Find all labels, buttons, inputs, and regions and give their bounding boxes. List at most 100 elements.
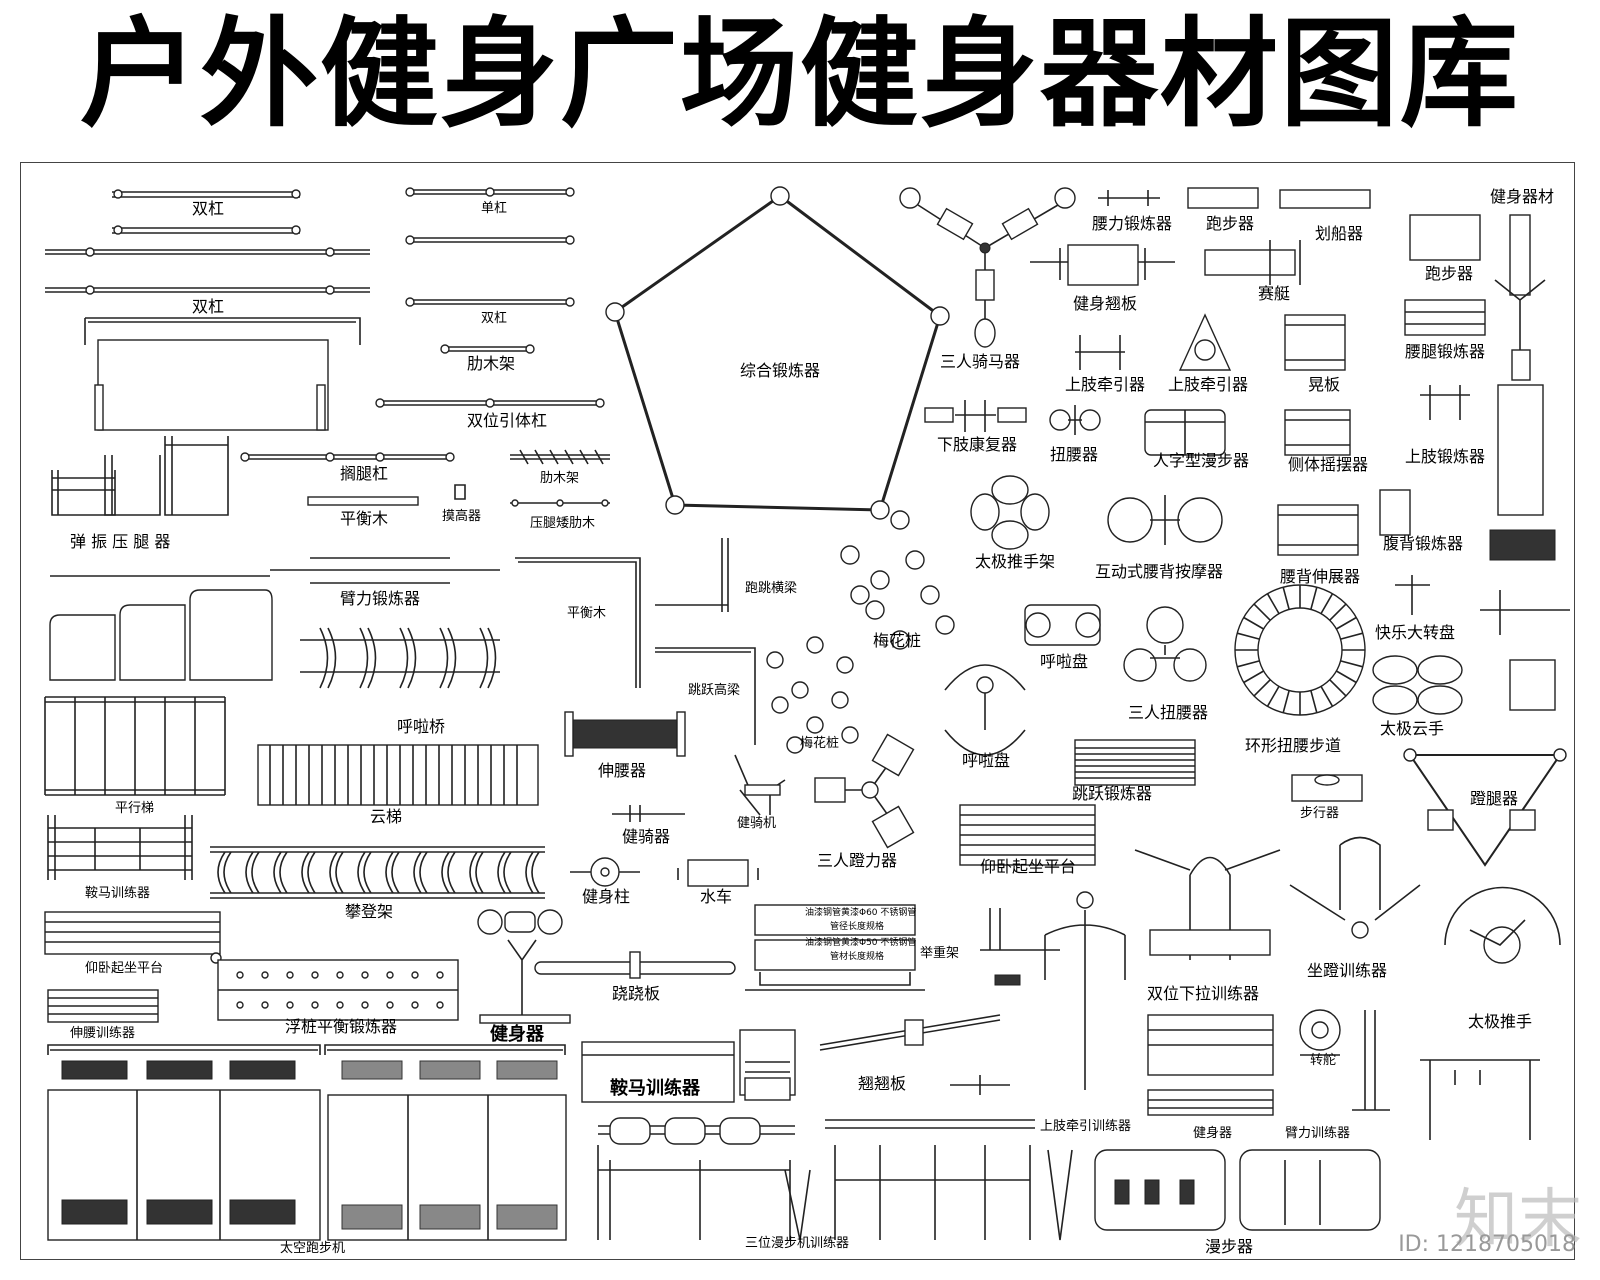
rider-machine xyxy=(734,754,786,816)
triple-pedal xyxy=(814,733,915,849)
tall-machine xyxy=(1489,214,1556,561)
label-space-walker: 太空跑步机 xyxy=(280,1241,346,1256)
label-back-massager: 互动式腰背按摩器 xyxy=(1095,562,1224,581)
plum-piles-2 xyxy=(766,636,859,754)
happy-turntable xyxy=(1372,575,1570,715)
label-side-swing: 侧体摇摆器 xyxy=(1288,455,1369,474)
fitness-column xyxy=(570,857,759,887)
saddle-trainer-big xyxy=(581,1029,796,1103)
parallel-bars-drawing xyxy=(45,189,370,295)
label-waist-twister: 扭腰器 xyxy=(1050,445,1099,464)
steering-arm xyxy=(1299,1009,1540,1140)
label-upper-pull-trainer: 上肢牵引训练器 xyxy=(1040,1119,1132,1134)
weight-rack xyxy=(745,904,1060,991)
leg-press-stretch xyxy=(51,436,229,516)
label-reach-trainer: 摸高器 xyxy=(442,509,482,524)
label-fitness-column: 健身柱 xyxy=(582,887,631,906)
label-hula-bridge: 呼啦桥 xyxy=(397,717,446,736)
label-seesaw: 跷跷板 xyxy=(612,984,661,1003)
label-upper-pull: 上肢牵引器 xyxy=(1065,375,1146,394)
label-jump-trainer: 跳跃锻炼器 xyxy=(1072,784,1153,803)
label-balance-beam-2: 平衡木 xyxy=(567,606,607,621)
watermark-logo: 知末 xyxy=(1454,1183,1582,1257)
jump-trainer xyxy=(1074,739,1363,802)
situp-platform-big xyxy=(959,804,1096,866)
spec-note-1: 油漆钢管黄漆Φ60 不锈钢管 xyxy=(805,908,917,918)
label-upper-pull-2: 上肢牵引器 xyxy=(1168,375,1249,394)
spec-note-4: 管材长度规格 xyxy=(830,952,885,962)
label-triple-waist: 三人扭腰器 xyxy=(1128,703,1209,722)
label-cloud-ladder: 云梯 xyxy=(370,807,403,826)
label-leg-rest-bar: 搁腿杠 xyxy=(340,464,389,483)
label-triple-walker: 三位漫步机训练器 xyxy=(745,1236,850,1251)
lower-limb xyxy=(924,400,1101,435)
label-leg-stretch: 弹 振 压 腿 器 xyxy=(70,532,171,551)
label-jump-beam: 跑跳横梁 xyxy=(745,581,798,596)
triple-walker-2 xyxy=(825,1119,1073,1241)
label-balance-beam: 平衡木 xyxy=(340,509,389,528)
triple-horse xyxy=(899,187,1076,348)
label-parallel-ladder: 平行梯 xyxy=(115,801,155,816)
label-rider-machine: 健骑机 xyxy=(737,816,777,831)
situp-platform xyxy=(44,911,222,964)
label-horizontal-bar: 单杠 xyxy=(481,201,508,216)
page-title: 户外健身广场健身器材图库 xyxy=(79,4,1520,143)
label-fitness-seesaw: 健身翘板 xyxy=(1073,294,1138,313)
balance-steps xyxy=(49,589,273,681)
waist-trainer xyxy=(1030,187,1371,286)
pentagon-trainer xyxy=(605,186,950,520)
parallel-bars-frame xyxy=(84,317,361,431)
label-climbing-frame: 攀登架 xyxy=(345,902,394,921)
space-walker xyxy=(47,1044,321,1241)
label-pentagon-trainer: 综合锻炼器 xyxy=(740,361,821,380)
label-parallel-bars: 双杠 xyxy=(192,199,225,218)
spec-note-2: 油漆钢管黄漆Φ50 不锈钢管 xyxy=(805,938,917,948)
teeter xyxy=(819,1014,1010,1095)
label-parallel-bars-2: 双杠 xyxy=(192,297,225,316)
label-dual-pullup: 双位引体杠 xyxy=(467,411,548,430)
cloud-ladder xyxy=(257,744,539,806)
walker-bottom xyxy=(1094,1149,1381,1231)
label-plum-piles: 梅花桩 xyxy=(873,631,922,650)
label-saddle-trainer-big: 鞍马训练器 xyxy=(610,1078,700,1099)
label-triple-pedal: 三人蹬力器 xyxy=(817,851,898,870)
back-stretch-small xyxy=(47,989,159,1023)
upper-limb-pull xyxy=(1075,313,1346,371)
label-fitness-device: 健身器 xyxy=(490,1024,544,1045)
runner-right xyxy=(1404,214,1486,420)
label-teeter: 翘翘板 xyxy=(858,1074,907,1093)
label-upper-limb-trainer: 上肢锻炼器 xyxy=(1405,447,1486,466)
leg-push-triangle xyxy=(1403,748,1567,867)
taichi-push xyxy=(970,475,1050,550)
saddle-trainer-small xyxy=(47,815,193,880)
label-fitness-equipment: 健身器材 xyxy=(1490,187,1555,206)
triple-walker xyxy=(597,1117,811,1241)
drawing-frame xyxy=(20,162,1575,1260)
label-back-extender: 腰背伸展器 xyxy=(1280,567,1361,586)
ring-waist-path xyxy=(1234,584,1366,716)
label-waist-trainer: 腰力锻炼器 xyxy=(1092,214,1173,233)
plum-piles xyxy=(840,510,955,650)
label-triple-horse: 三人骑马器 xyxy=(940,352,1021,371)
label-abdomen-back: 腹背锻炼器 xyxy=(1383,534,1464,553)
label-taichi-wheel: 太极推手 xyxy=(1468,1012,1533,1031)
seat-pedal xyxy=(1289,836,1421,939)
label-bench-machine: 健身器 xyxy=(1193,1126,1233,1141)
label-water-wheel: 水车 xyxy=(700,887,733,906)
label-stepper: 步行器 xyxy=(1300,806,1340,821)
label-rider: 健骑器 xyxy=(622,827,671,846)
label-floating-pile: 浮桩平衡锻炼器 xyxy=(285,1017,398,1036)
label-plum-piles-2: 梅花桩 xyxy=(800,736,840,751)
upper-pull-trainer xyxy=(1044,891,1126,1090)
label-weight-rack: 举重架 xyxy=(920,946,960,961)
label-hula-disk: 呼啦盘 xyxy=(1040,652,1089,671)
label-steering: 转舵 xyxy=(1310,1053,1337,1068)
label-walker: 漫步器 xyxy=(1205,1237,1254,1256)
hula-bridge xyxy=(300,627,500,689)
label-runner: 跑步器 xyxy=(1206,214,1255,233)
bench-machine xyxy=(1147,1014,1274,1116)
label-arm-trainer-2: 臂力训练器 xyxy=(1285,1126,1351,1141)
back-extender xyxy=(1277,489,1411,556)
label-sway-board: 晃板 xyxy=(1308,375,1341,394)
label-situp-platform: 仰卧起坐平台 xyxy=(85,961,164,976)
